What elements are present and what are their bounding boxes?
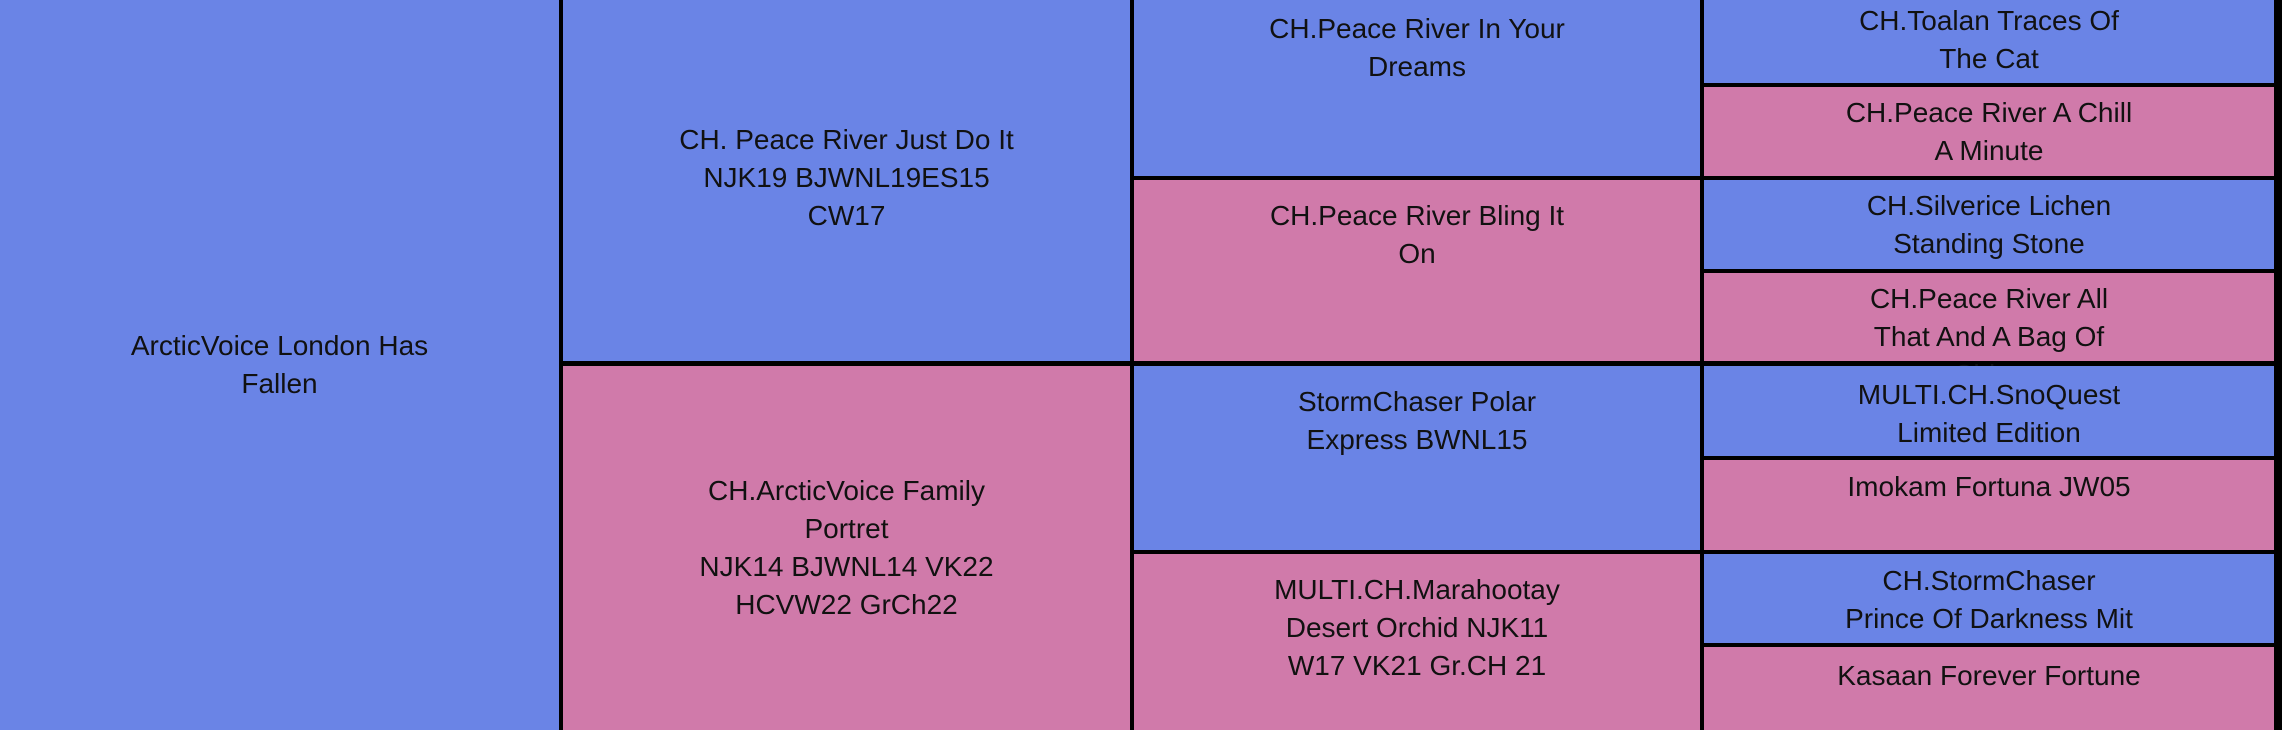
pedigree-dam[interactable]: CH.ArcticVoice Family Portret NJK14 BJWN… xyxy=(563,366,1130,730)
great-grandparent-name: CH.StormChaser Prince Of Darkness Mit xyxy=(1845,565,2133,634)
pedigree-great-grandparent[interactable]: Kasaan Forever Fortune xyxy=(1704,647,2274,730)
pedigree-grandparent[interactable]: CH.Peace River In Your Dreams xyxy=(1134,0,1700,176)
sire-name: CH. Peace River Just Do It xyxy=(679,124,1014,155)
pedigree-subject[interactable]: ArcticVoice London Has Fallen xyxy=(0,0,559,730)
grandparent-name: MULTI.CH.Marahootay Desert Orchid NJK11 … xyxy=(1274,574,1560,681)
dam-titles: NJK14 BJWNL14 VK22 HCVW22 GrCh22 xyxy=(699,551,994,620)
next-generation-stubs xyxy=(2278,0,2282,730)
great-grandparent-name: Imokam Fortuna JW05 xyxy=(1847,471,2131,502)
dam-text: CH.ArcticVoice Family Portret NJK14 BJWN… xyxy=(673,472,1020,624)
dam-name: CH.ArcticVoice Family Portret xyxy=(708,475,985,544)
subject-name: ArcticVoice London Has Fallen xyxy=(130,330,429,399)
pedigree-great-grandparent[interactable]: CH.StormChaser Prince Of Darkness Mit xyxy=(1704,554,2274,643)
sire-titles: NJK19 BJWNL19ES15 CW17 xyxy=(703,162,990,231)
great-grandparent-name: Kasaan Forever Fortune xyxy=(1837,660,2141,691)
pedigree-great-grandparent[interactable]: MULTI.CH.SnoQuest Limited Edition xyxy=(1704,366,2274,456)
great-grandparent-name: CH.Toalan Traces Of The Cat xyxy=(1859,5,2119,74)
pedigree-grandparent[interactable]: StormChaser Polar Express BWNL15 xyxy=(1134,366,1700,550)
pedigree-great-grandparent[interactable]: CH.Peace River All That And A Bag Of Chi… xyxy=(1704,273,2274,390)
great-grandparent-name: MULTI.CH.SnoQuest Limited Edition xyxy=(1857,379,2121,448)
pedigree-great-grandparent[interactable]: CH.Peace River A Chill A Minute xyxy=(1704,87,2274,176)
grandparent-name: CH.Peace River In Your Dreams xyxy=(1269,13,1565,82)
pedigree-great-grandparent[interactable]: Imokam Fortuna JW05 xyxy=(1704,460,2274,550)
pedigree-great-grandparent[interactable]: CH.Silverice Lichen Standing Stone xyxy=(1704,180,2274,269)
great-grandparent-name: CH.Peace River A Chill A Minute xyxy=(1845,97,2133,166)
pedigree-sire[interactable]: CH. Peace River Just Do It NJK19 BJWNL19… xyxy=(563,0,1130,361)
pedigree-grandparent[interactable]: MULTI.CH.Marahootay Desert Orchid NJK11 … xyxy=(1134,554,1700,730)
pedigree-grandparent[interactable]: CH.Peace River Bling It On xyxy=(1134,180,1700,361)
grandparent-name: StormChaser Polar Express BWNL15 xyxy=(1297,386,1537,455)
sire-text: CH. Peace River Just Do It NJK19 BJWNL19… xyxy=(673,121,1020,235)
great-grandparent-name: CH.Peace River All That And A Bag Of Chi… xyxy=(1869,283,2109,390)
pedigree-great-grandparent[interactable]: CH.Toalan Traces Of The Cat xyxy=(1704,0,2274,83)
grandparent-name: CH.Peace River Bling It On xyxy=(1269,200,1565,269)
great-grandparent-name: CH.Silverice Lichen Standing Stone xyxy=(1866,190,2112,259)
